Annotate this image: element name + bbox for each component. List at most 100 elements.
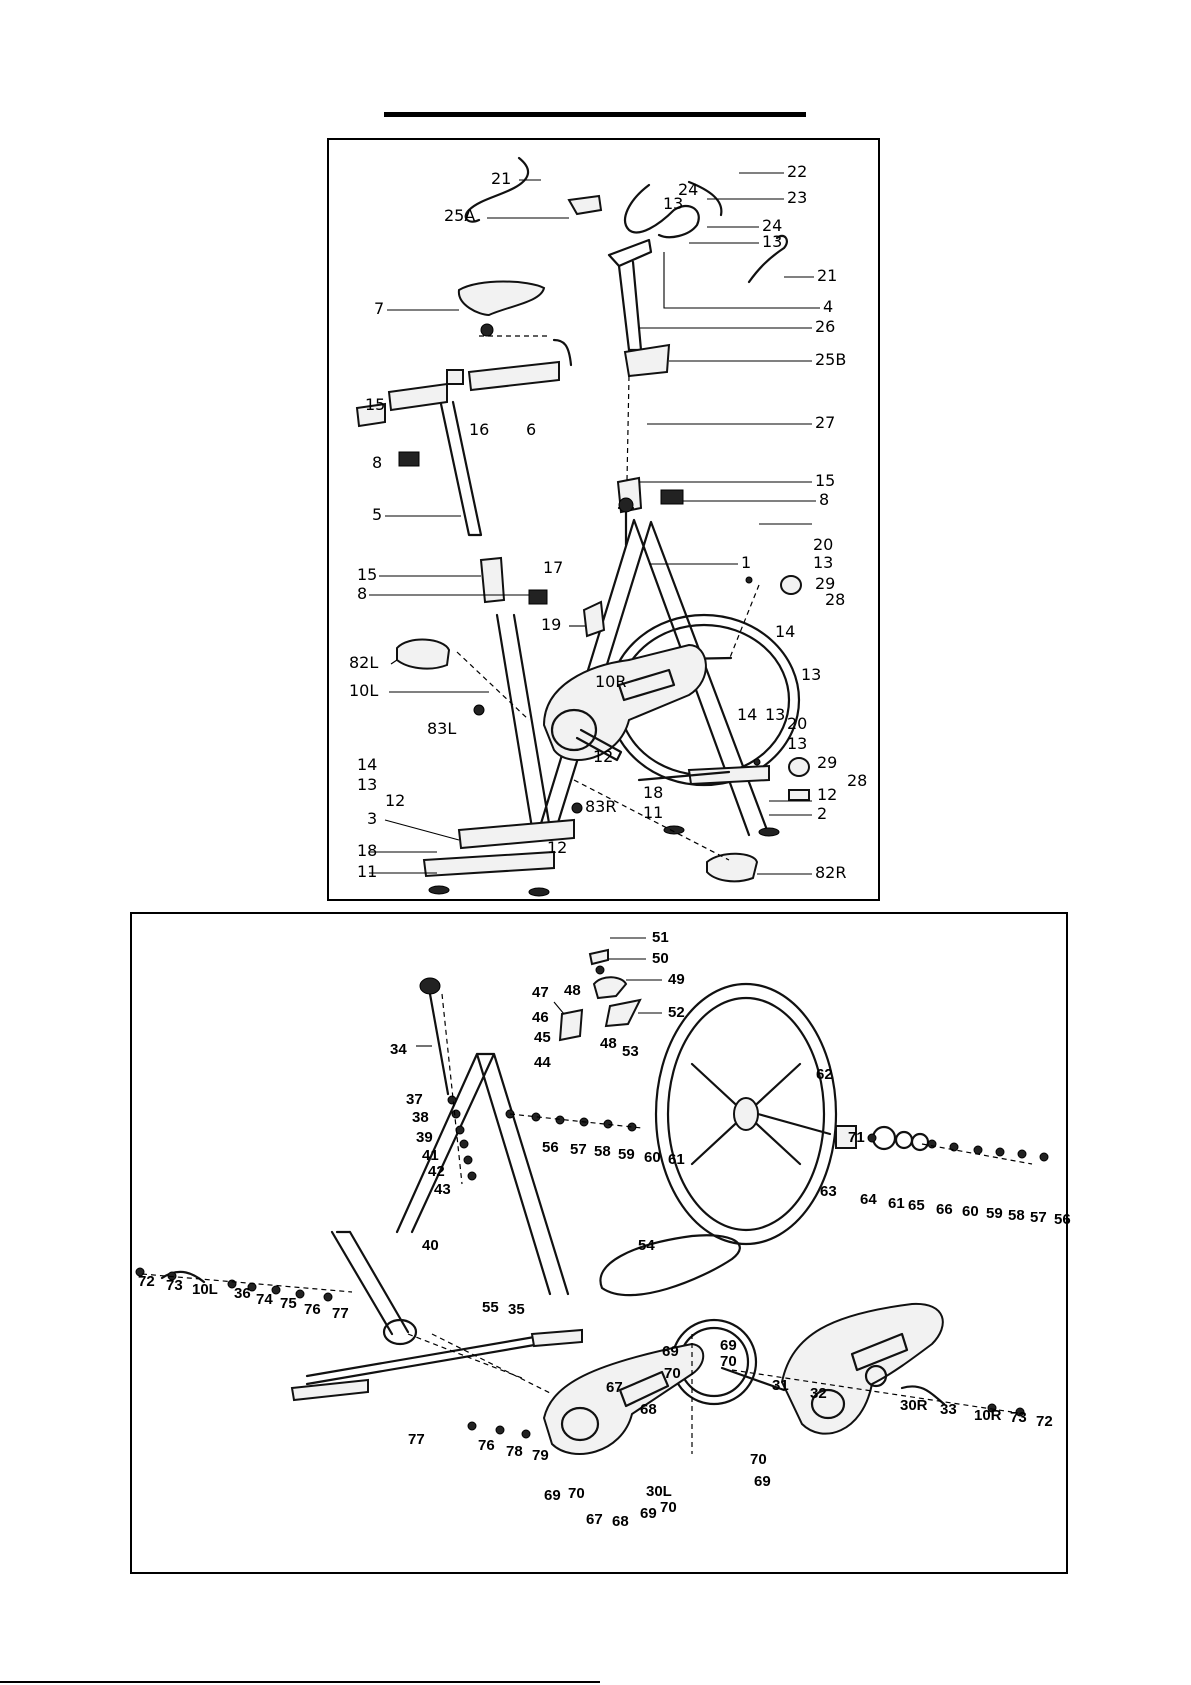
part-label: 17 — [543, 558, 563, 577]
part-label: 60 — [644, 1149, 661, 1166]
part-label: 82L — [349, 653, 378, 672]
upper-diagram-canvas: 2125A22241323241321742625B15166278158520… — [349, 156, 867, 897]
part-label: 14 — [357, 755, 377, 774]
crank-arm-right — [575, 728, 623, 762]
rear-foot — [530, 1328, 583, 1348]
foot-11-b — [528, 887, 550, 897]
chain-guard-30r-slot — [850, 1332, 909, 1372]
part-label: 35 — [508, 1301, 525, 1318]
part-label: 30L — [646, 1483, 672, 1500]
nut-20-b — [753, 758, 761, 766]
part-label: 24 — [678, 180, 698, 199]
part-label: 64 — [860, 1191, 877, 1208]
left-grip — [464, 156, 530, 223]
part-label: 69 — [754, 1473, 771, 1490]
part-label: 30R — [900, 1397, 928, 1414]
part-label: 10L — [192, 1281, 218, 1298]
crank-arm-left — [160, 1270, 206, 1284]
brake-pad-52 — [604, 998, 642, 1028]
part-label: 32 — [810, 1385, 827, 1402]
part-label: 77 — [408, 1431, 425, 1448]
part-label: 13 — [801, 665, 821, 684]
part-label: 4 — [823, 297, 833, 316]
part-label: 67 — [586, 1511, 603, 1528]
lower-artwork — [160, 948, 946, 1455]
bracket-46 — [558, 1008, 584, 1042]
part-label: 34 — [390, 1041, 407, 1058]
part-label: 19 — [541, 615, 561, 634]
part-label: 82R — [815, 863, 846, 882]
part-label: 70 — [660, 1499, 677, 1516]
brake-knob — [618, 497, 634, 513]
flywheel-62-rim — [666, 996, 826, 1232]
part-label: 15 — [357, 565, 377, 584]
seat-post — [439, 400, 483, 537]
front-stabilizer — [422, 850, 555, 878]
part-label: 42 — [428, 1163, 445, 1180]
axle-32 — [720, 1366, 786, 1392]
part-label: 70 — [568, 1485, 585, 1502]
fastener-dot — [495, 1425, 505, 1435]
part-label: 22 — [787, 162, 807, 181]
part-label: 12 — [547, 838, 567, 857]
part-label: 63 — [820, 1183, 837, 1200]
handlebar — [623, 180, 723, 239]
chain-guard-slot — [617, 668, 676, 702]
part-label: 23 — [787, 188, 807, 207]
lower-leader-lines — [141, 937, 1033, 1454]
chain-guard-30r-hub — [810, 1388, 846, 1420]
bracket-25b — [623, 343, 671, 378]
rear-base — [687, 764, 770, 786]
chain-guard-hub — [550, 708, 598, 752]
fastener-dot — [1015, 1407, 1025, 1417]
title-rule — [384, 112, 806, 117]
part-label: 74 — [256, 1291, 273, 1308]
part-label: 72 — [1036, 1413, 1053, 1430]
chain-guard — [542, 643, 707, 761]
part-label: 5 — [372, 505, 382, 524]
part-label: 57 — [1030, 1209, 1047, 1226]
part-label: 13 — [813, 553, 833, 572]
part-label: 70 — [720, 1353, 737, 1370]
nut-83l — [473, 704, 485, 716]
part-label: 40 — [422, 1237, 439, 1254]
fastener-dot — [447, 1095, 457, 1105]
part-label: 56 — [1054, 1211, 1071, 1228]
part-label: 13 — [357, 775, 377, 794]
upper-leader-lines — [369, 172, 820, 875]
fastener-dot — [463, 1155, 473, 1165]
flywheel-hub — [733, 1097, 759, 1131]
front-foot — [290, 1378, 369, 1402]
part-label: 25A — [444, 206, 475, 225]
washer-66a — [894, 1130, 914, 1150]
part-label: 69 — [640, 1505, 657, 1522]
part-label: 72 — [138, 1273, 155, 1290]
fastener-dot — [295, 1289, 305, 1299]
part-label: 18 — [643, 783, 663, 802]
part-label: 48 — [600, 1035, 617, 1052]
part-label: 2 — [817, 804, 827, 823]
part-label: 51 — [652, 929, 669, 946]
part-label: 3 — [367, 809, 377, 828]
part-label: 28 — [825, 590, 845, 609]
part-label: 67 — [606, 1379, 623, 1396]
foot-11-a — [428, 885, 450, 895]
part-label: 13 — [663, 194, 683, 213]
part-label: 49 — [668, 971, 685, 988]
part-label: 66 — [936, 1201, 953, 1218]
part-label: 75 — [280, 1295, 297, 1312]
fastener-dot — [603, 1119, 613, 1129]
brake-knob-34 — [419, 977, 441, 995]
part-label: 55 — [482, 1299, 499, 1316]
part-label: 83L — [427, 719, 456, 738]
part-label: 38 — [412, 1109, 429, 1126]
part-label: 31 — [772, 1377, 789, 1394]
brake-rod-34 — [428, 992, 450, 1096]
part-label: 12 — [817, 785, 837, 804]
sleeve-15-mid — [479, 556, 506, 604]
part-label: 71 — [848, 1129, 865, 1146]
part-label: 15 — [815, 471, 835, 490]
